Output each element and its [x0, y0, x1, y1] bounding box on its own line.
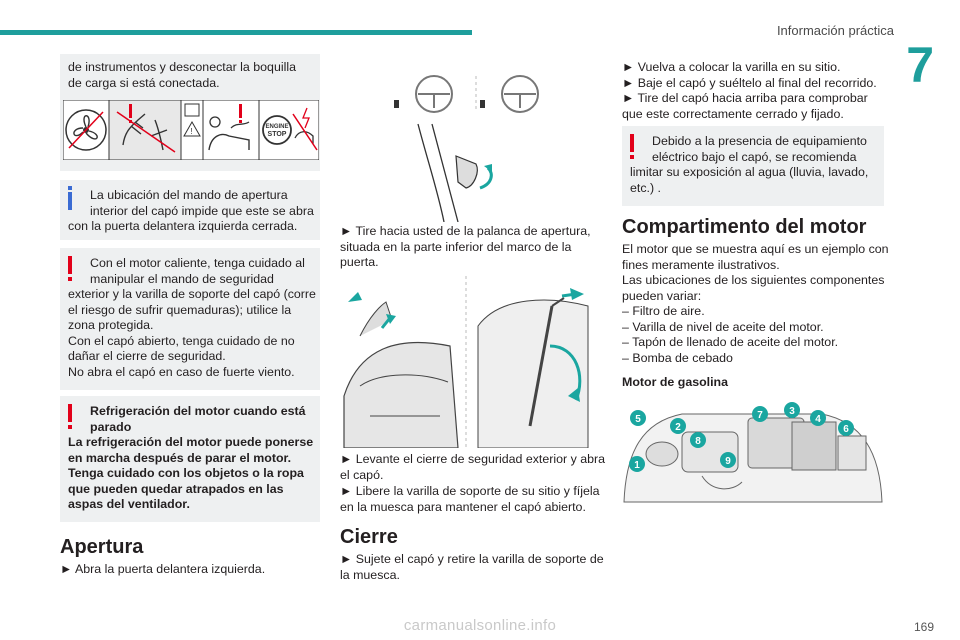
callout-4: 4: [815, 414, 821, 425]
closing-steps: ► Vuelva a colocar la varilla en su siti…: [622, 60, 877, 121]
info-box-hood-control: La ubicación del mando de apertura inter…: [60, 180, 320, 240]
heading-apertura: Apertura: [60, 536, 144, 558]
page-number: 169: [913, 620, 934, 634]
info-icon: [68, 186, 72, 210]
warning-box-electrical: Debido a la presencia de equipamiento el…: [622, 126, 884, 206]
step-lift-latch: ► Levante el cierre de seguridad exterio…: [340, 452, 606, 482]
step-pull-lever: ► Tire hacia usted de la palanca de aper…: [340, 224, 591, 269]
warning-icon: [68, 404, 72, 429]
callout-8: 8: [695, 436, 701, 447]
hood-opening-illustration: [343, 276, 589, 448]
warning-text: exterior y la varilla de soporte del cap…: [68, 287, 316, 379]
step-prop-rod: ► Libere la varilla de soporte de su sit…: [340, 484, 600, 514]
heading-compartimento: Compartimento del motor: [622, 216, 867, 238]
step-open-door: ► Abra la puerta delantera izquierda.: [60, 562, 266, 576]
warning-box-hot-engine: Con el motor caliente, tenga cuidado al …: [60, 248, 320, 390]
pictogram-strip: ! ENGINE STOP: [63, 100, 319, 160]
section-title: Información práctica: [776, 23, 894, 38]
warning-text: limitar su exposición al agua (lluvia, l…: [630, 165, 869, 195]
fan-icon: [63, 100, 110, 160]
callout-2: 2: [675, 422, 681, 433]
manual-warning-icon: !: [180, 100, 204, 160]
intro-box: de instrumentos y desconectar la boquill…: [60, 54, 320, 171]
intro-text: de instrumentos y desconectar la boquill…: [68, 60, 296, 90]
engine-bay-illustration: 1 2 3 4 5 6 7 8 9: [623, 402, 883, 503]
warning-box-fan: Refrigeración del motor cuando está para…: [60, 396, 320, 522]
callout-1: 1: [634, 460, 640, 471]
callout-6: 6: [843, 424, 849, 435]
watermark: carmanualsonline.info: [403, 617, 557, 634]
heading-cierre: Cierre: [340, 526, 398, 548]
callout-3: 3: [789, 406, 795, 417]
step-hold-hood: ► Sujete el capó y retire la varilla de …: [340, 552, 604, 582]
warning-icon: [68, 256, 72, 281]
svg-text:!: !: [191, 127, 193, 136]
engine-stop-icon: ENGINE STOP: [258, 100, 319, 160]
svg-text:ENGINE: ENGINE: [265, 124, 288, 130]
lever-illustration: [394, 75, 539, 222]
callout-5: 5: [635, 414, 641, 425]
chapter-number: 7: [906, 37, 934, 93]
subheading-gasoline-engine: Motor de gasolina: [622, 375, 729, 389]
warning-icon: [630, 134, 634, 159]
warning-text: La refrigeración del motor puede ponerse…: [68, 435, 314, 511]
callout-7: 7: [757, 410, 763, 421]
chapter-accent-bar: [0, 30, 472, 35]
svg-text:STOP: STOP: [268, 131, 287, 138]
hand-fan-warning-icon: [108, 100, 182, 160]
hot-engine-warning-icon: [202, 100, 260, 160]
callout-9: 9: [725, 456, 731, 467]
engine-compartment-text: El motor que se muestra aquí es un ejemp…: [622, 242, 889, 365]
